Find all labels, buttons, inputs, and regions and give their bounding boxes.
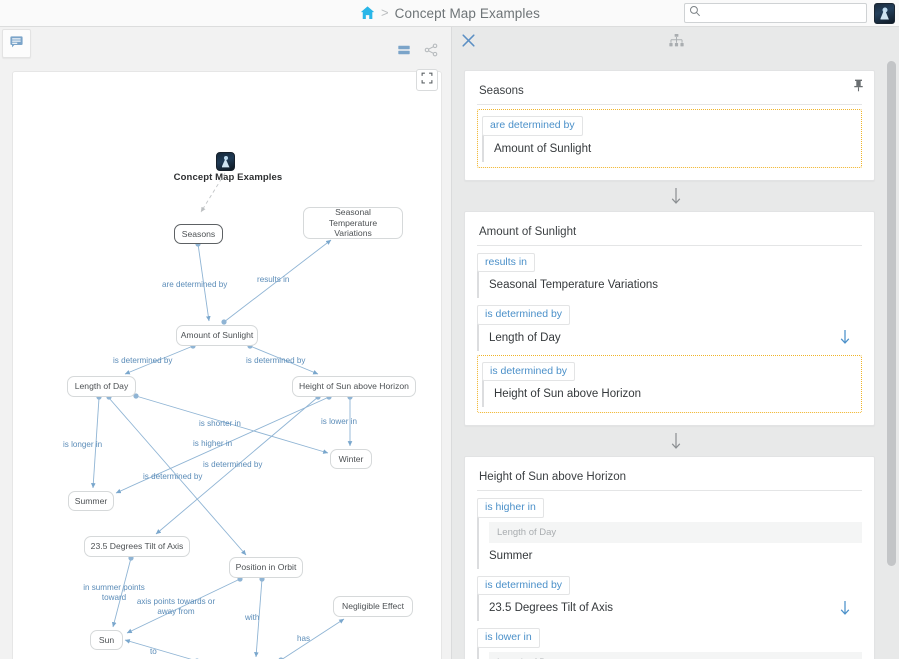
map-node[interactable]: Summer: [68, 491, 114, 511]
map-node[interactable]: Seasons: [174, 224, 223, 244]
outline-scroll-area[interactable]: Seasons are determined by Amount of Sunl…: [452, 55, 899, 659]
map-toolbar: [397, 43, 438, 62]
map-edge-label: are determined by: [162, 280, 228, 289]
relation-target[interactable]: 23.5 Degrees Tilt of Axis: [489, 602, 614, 614]
share-icon[interactable]: [424, 43, 438, 62]
relation-chip[interactable]: is determined by: [477, 305, 571, 325]
map-edge-label: is determined by: [143, 472, 203, 481]
map-root-label: Concept Map Examples: [173, 172, 283, 183]
map-edge-label: with: [245, 613, 260, 622]
relation-context: Length of Day: [489, 651, 862, 659]
fullscreen-icon: [421, 71, 433, 89]
map-edge-label: results in: [257, 275, 290, 284]
rows-layout-icon[interactable]: [397, 43, 411, 62]
relation-body: Length of Day: [477, 323, 862, 351]
relation-body: Seasonal Temperature Variations: [477, 271, 862, 298]
map-edge-label: has: [297, 634, 311, 643]
relation-body: Length of Day: [477, 646, 862, 659]
outline-panel: Seasons are determined by Amount of Sunl…: [452, 27, 899, 659]
relation-body: 23.5 Degrees Tilt of Axis: [477, 594, 862, 621]
map-root-icon-head: [223, 156, 228, 161]
relation-body: Height of Sun above Horizon: [482, 380, 857, 407]
pin-icon[interactable]: [853, 79, 864, 92]
comment-icon: [9, 34, 24, 54]
relation-body: Amount of Sunlight: [482, 134, 857, 162]
breadcrumb: > Concept Map Examples: [359, 0, 540, 27]
relation-chip[interactable]: results in: [477, 252, 536, 272]
outline-card-title: Seasons: [477, 81, 862, 105]
map-edge-label: is determined by: [203, 460, 263, 469]
relation-chip[interactable]: is lower in: [477, 628, 540, 648]
fullscreen-button[interactable]: [416, 69, 438, 91]
hierarchy-icon[interactable]: [668, 33, 685, 48]
map-root-icon-body: [221, 158, 230, 168]
map-node[interactable]: Position in Orbit: [229, 557, 303, 578]
map-edge-label: is determined by: [113, 356, 173, 365]
panel-divider: [451, 27, 452, 659]
outline-panel-header: [452, 27, 899, 55]
outline-scrollbar-thumb[interactable]: [887, 61, 896, 566]
map-node[interactable]: Sun: [90, 630, 123, 650]
outline-card[interactable]: Amount of Sunlight results in Seasonal T…: [464, 210, 875, 426]
home-icon[interactable]: [359, 5, 375, 21]
outline-card[interactable]: Height of Sun above Horizon is higher in…: [464, 456, 875, 659]
outline-relation[interactable]: is determined by Height of Sun above Hor…: [477, 354, 862, 413]
relation-target[interactable]: Seasonal Temperature Variations: [489, 279, 658, 291]
relation-target[interactable]: Length of Day: [489, 331, 561, 344]
outline-scrollbar[interactable]: [887, 61, 896, 659]
map-edge-label: is determined by: [246, 356, 306, 365]
outline-card-title: Height of Sun above Horizon: [477, 467, 862, 491]
relation-chip[interactable]: is determined by: [477, 575, 571, 595]
map-edge-label: in summer points toward: [83, 583, 145, 603]
page-title: Concept Map Examples: [394, 5, 540, 21]
concept-map-panel: Concept Map Examples: [0, 27, 452, 659]
map-edge-label: is higher in: [193, 439, 233, 448]
map-node[interactable]: Amount of Sunlight: [176, 325, 258, 346]
relation-target[interactable]: Summer: [489, 549, 533, 562]
outline-relation[interactable]: is higher in Length of Day Summer: [477, 491, 862, 569]
avatar[interactable]: [874, 3, 895, 24]
relation-chip[interactable]: is higher in: [477, 498, 544, 518]
flow-arrow: [452, 181, 899, 211]
map-edge-label: axis points towards or away from: [136, 597, 216, 617]
map-node[interactable]: Negligible Effect: [333, 596, 413, 617]
expand-down-arrow-icon[interactable]: [838, 328, 852, 346]
outline-relation[interactable]: is determined by 23.5 Degrees Tilt of Ax…: [477, 569, 862, 621]
map-root-icon: [216, 152, 235, 171]
search-input[interactable]: [701, 4, 866, 22]
concept-map-edges: [90, 172, 353, 659]
top-header-bar: > Concept Map Examples: [0, 0, 899, 27]
relation-body: Length of Day Summer: [477, 516, 862, 569]
outline-card-title: Amount of Sunlight: [477, 222, 862, 246]
comments-tab-button[interactable]: [2, 29, 31, 58]
relation-chip[interactable]: is determined by: [482, 361, 576, 381]
map-edge-label: to: [150, 647, 157, 656]
outline-relation[interactable]: are determined by Amount of Sunlight: [477, 109, 862, 168]
outline-relation[interactable]: is lower in Length of Day: [477, 621, 862, 659]
outline-relation[interactable]: results in Seasonal Temperature Variatio…: [477, 246, 862, 298]
map-edge-label: is longer in: [63, 440, 103, 449]
map-edge-label: is shorter in: [199, 419, 241, 428]
search-box[interactable]: [684, 3, 867, 23]
search-icon: [689, 4, 701, 22]
relation-context: Length of Day: [489, 521, 862, 543]
relation-target[interactable]: Height of Sun above Horizon: [494, 388, 642, 400]
map-edge-label: is lower in: [321, 417, 357, 426]
avatar-glyph-body: [880, 8, 889, 20]
relation-target[interactable]: Amount of Sunlight: [494, 142, 592, 155]
map-node[interactable]: Height of Sun above Horizon: [292, 376, 416, 397]
concept-map-canvas[interactable]: Concept Map Examples: [12, 71, 442, 659]
relation-chip[interactable]: are determined by: [482, 116, 583, 136]
expand-down-arrow-icon[interactable]: [838, 599, 852, 617]
flow-arrow: [452, 426, 899, 456]
close-icon[interactable]: [460, 32, 477, 49]
map-node[interactable]: Seasonal Temperature Variations: [303, 207, 403, 239]
outline-relation[interactable]: is determined by Length of Day: [477, 298, 862, 351]
outline-card[interactable]: Seasons are determined by Amount of Sunl…: [464, 70, 875, 181]
map-node[interactable]: 23.5 Degrees Tilt of Axis: [84, 536, 190, 557]
map-node[interactable]: Length of Day: [67, 376, 136, 397]
map-node[interactable]: Winter: [330, 449, 372, 469]
breadcrumb-separator: >: [381, 4, 389, 20]
